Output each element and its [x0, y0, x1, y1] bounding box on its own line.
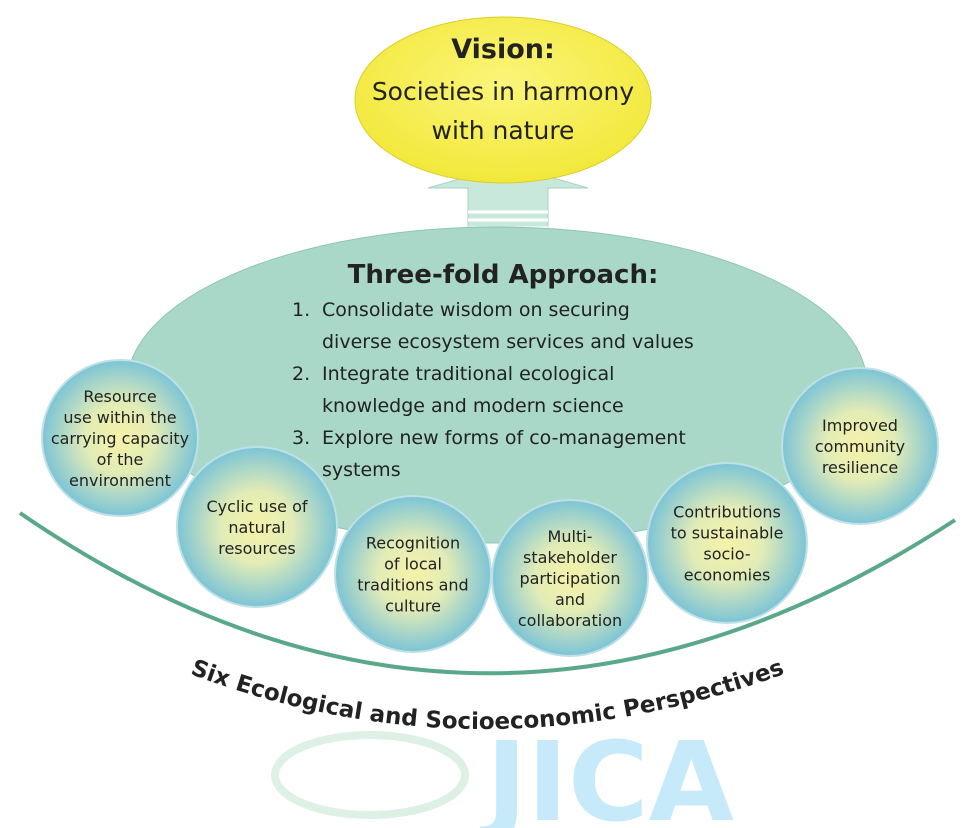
- approach-item-2-line-1: Integrate traditional ecological: [322, 363, 614, 385]
- perspective-circle: [334, 495, 492, 653]
- perspective-label-line: environment: [69, 471, 171, 490]
- perspective-label-line: Improved: [822, 416, 898, 435]
- approach-item-1-num: 1.: [292, 299, 310, 321]
- perspective-circle: [646, 462, 808, 624]
- perspective-label-line: participation: [519, 569, 620, 588]
- perspective-label-line: culture: [385, 597, 441, 616]
- perspective-label-line: Multi-: [548, 527, 593, 546]
- approach-node: Three-fold Approach: 1. Consolidate wisd…: [126, 226, 868, 544]
- perspective-node-4: Multi-stakeholder participation and collabo…: [491, 499, 649, 657]
- perspective-label-line: Contributions: [673, 503, 781, 522]
- perspective-node-3: Recognition of local traditions and culture: [334, 495, 492, 653]
- perspective-node-1: Resource use within the carrying capacity o…: [41, 359, 199, 517]
- perspective-label-line: traditions and: [357, 576, 468, 595]
- perspective-label-line: of the: [97, 450, 144, 469]
- approach-heading: Three-fold Approach:: [348, 260, 659, 290]
- perspective-label-line: socio-: [703, 545, 750, 564]
- perspective-label-line: and: [555, 590, 585, 609]
- approach-item-2-line-2: knowledge and modern science: [322, 395, 624, 417]
- perspective-circle: [176, 446, 338, 608]
- perspective-label-line: stakeholder: [523, 548, 617, 567]
- approach-item-1-line-1: Consolidate wisdom on securing: [322, 299, 630, 321]
- perspective-label-line: carrying capacity: [51, 429, 189, 448]
- perspective-label-line: community: [815, 437, 905, 456]
- perspective-label-line: economies: [684, 566, 771, 585]
- perspective-label-line: resources: [218, 539, 296, 558]
- perspective-label-line: Resource: [83, 387, 156, 406]
- approach-item-3-line-2: systems: [322, 459, 401, 481]
- perspective-circle: [491, 499, 649, 657]
- vision-line-2: with nature: [432, 116, 575, 145]
- perspective-label-line: collaboration: [518, 611, 622, 630]
- perspective-label-line: Cyclic use of: [206, 497, 307, 516]
- vision-heading: Vision:: [451, 34, 555, 65]
- perspective-circle: [41, 359, 199, 517]
- watermark: JICA: [271, 718, 734, 828]
- perspective-node-6: Improved community resilience: [781, 367, 939, 525]
- perspective-label-line: to sustainable: [671, 524, 784, 543]
- approach-item-1-line-2: diverse ecosystem services and values: [322, 331, 694, 353]
- approach-item-2-num: 2.: [292, 363, 310, 385]
- perspective-label-line: resilience: [822, 458, 898, 477]
- vision-node: Vision: Societies in harmony with nature: [354, 16, 652, 184]
- perspective-label-line: of local: [384, 555, 442, 574]
- watermark-logo-text: JICA: [479, 718, 734, 828]
- perspective-label-line: natural: [228, 518, 285, 537]
- perspective-label-line: use within the: [63, 408, 176, 427]
- approach-item-3-line-1: Explore new forms of co-management: [322, 427, 686, 449]
- perspective-label-line: Recognition: [366, 534, 460, 553]
- vision-line-1: Societies in harmony: [372, 77, 635, 106]
- watermark-emblem: [271, 731, 469, 819]
- perspectives-arc: [18, 511, 957, 676]
- approach-item-3-num: 3.: [292, 427, 310, 449]
- perspective-node-2: Cyclic use of natural resources: [176, 446, 338, 608]
- perspective-circle: [781, 367, 939, 525]
- perspective-circles: Resource use within the carrying capacity o…: [41, 359, 939, 657]
- vision-ellipse: [354, 16, 652, 184]
- perspective-node-5: Contributions to sustainable socio-economi…: [646, 462, 808, 624]
